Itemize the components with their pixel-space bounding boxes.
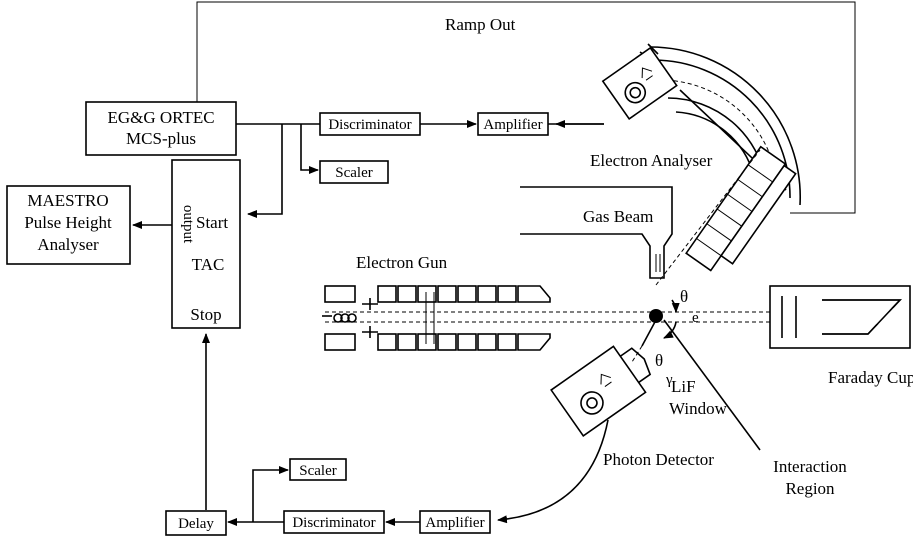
amplifier-bottom-label: Amplifier [425, 515, 484, 531]
photon-detector: LiF Window Photon Detector [550, 345, 728, 469]
faraday-cup-label: Faraday Cup [828, 368, 913, 387]
stop-label: Stop [190, 305, 221, 324]
egg-ortec-box: EG&G ORTEC MCS-plus [85, 101, 237, 156]
discriminator-bottom-box: Discriminator [283, 510, 385, 534]
window-label: Window [669, 399, 728, 418]
theta-gamma-subscript: γ [665, 372, 673, 388]
bottom-signal-chain [227, 419, 609, 526]
maestro-label: MAESTRO [27, 191, 108, 210]
interaction-region-label-2: Region [785, 479, 835, 498]
amplifier-top-label: Amplifier [483, 117, 542, 133]
delay-label: Delay [178, 516, 214, 532]
theta-e-symbol: θ [680, 287, 688, 306]
theta-e-subscript: e [692, 310, 699, 326]
lif-label: LiF [671, 377, 696, 396]
amplifier-bottom-box: Amplifier [419, 510, 491, 534]
ramp-out-loop: Ramp Out [196, 1, 856, 214]
output-label: output [180, 205, 196, 244]
scaler-top-label: Scaler [335, 165, 372, 181]
electron-gun: Electron Gun [322, 253, 770, 351]
photon-detector-label: Photon Detector [603, 450, 714, 469]
scaler-top-box: Scaler [319, 160, 389, 184]
discriminator-top-box: Discriminator [319, 112, 421, 136]
gas-beam: Gas Beam [520, 186, 673, 279]
interaction-region-label-1: Interaction [773, 457, 847, 476]
electron-analyser: Electron Analyser [590, 43, 801, 286]
pulse-height-label: Pulse Height [24, 213, 112, 232]
delay-box: Delay [165, 510, 227, 536]
scaler-bottom-box: Scaler [289, 458, 347, 481]
egg-ortec-label: EG&G ORTEC [107, 108, 214, 127]
electron-gun-label: Electron Gun [356, 253, 448, 272]
tac-box: output Start TAC Stop [171, 159, 241, 329]
ramp-out-label: Ramp Out [445, 15, 516, 34]
top-signal-chain [236, 120, 604, 218]
analyser-label: Analyser [37, 235, 99, 254]
start-label: Start [196, 213, 228, 232]
theta-gamma-symbol: θ [655, 351, 663, 370]
interaction-point [631, 299, 761, 451]
gas-beam-label: Gas Beam [583, 207, 653, 226]
mcs-plus-label: MCS-plus [126, 129, 196, 148]
amplifier-top-box: Amplifier [477, 112, 549, 136]
discriminator-top-label: Discriminator [328, 117, 411, 133]
scaler-bottom-label: Scaler [299, 463, 336, 479]
electron-analyser-label: Electron Analyser [590, 151, 713, 170]
faraday-cup: Faraday Cup [769, 285, 913, 387]
tac-label: TAC [192, 255, 225, 274]
discriminator-bottom-label: Discriminator [292, 515, 375, 531]
maestro-box: MAESTRO Pulse Height Analyser [6, 185, 131, 265]
